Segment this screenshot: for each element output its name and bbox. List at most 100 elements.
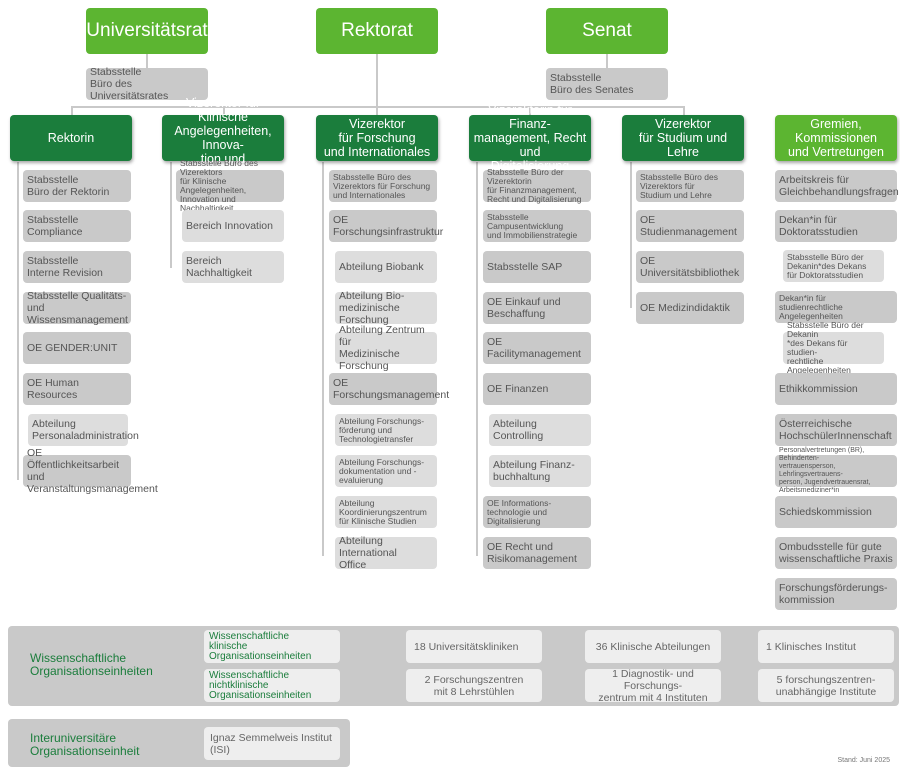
studium-unit-box[interactable]: OE Universitätsbibliothek bbox=[636, 251, 744, 283]
box-line: Gleichbehandlungsfragen bbox=[779, 186, 899, 198]
forschung-unit-box[interactable]: Abteilung Forschungs-dokumentation und -… bbox=[335, 455, 437, 487]
dept-vr-studium[interactable]: Vizerektor für Studium und Lehre bbox=[622, 115, 744, 161]
finanz-unit-box[interactable]: Stabsstelle SAP bbox=[483, 251, 591, 283]
senat-box[interactable]: Senat bbox=[546, 8, 668, 54]
box-line: OE GENDER:UNIT bbox=[27, 342, 118, 354]
klinisch-unit-box[interactable]: Bereich Nachhaltigkeit bbox=[182, 251, 284, 283]
universitaetsrat-box[interactable]: Universitätsrat bbox=[86, 8, 208, 54]
connector-line bbox=[223, 106, 225, 116]
rektorin-unit-box[interactable]: OE Human Resources bbox=[23, 373, 131, 405]
box-line: Abteilung bbox=[339, 497, 375, 508]
box-line: Wissenschaftliche bbox=[209, 630, 290, 642]
finanz-unit-box[interactable]: OE Facilitymanagement bbox=[483, 332, 591, 364]
box-line: kommission bbox=[779, 594, 835, 606]
box-line: Bereich Nachhaltigkeit bbox=[186, 255, 252, 279]
unabhaengige-institute-box[interactable]: 5 forschungszentren- unabhängige Institu… bbox=[758, 669, 894, 702]
finanz-unit-box[interactable]: OE Finanzen bbox=[483, 373, 591, 405]
klinisches-institut-box[interactable]: 1 Klinisches Institut bbox=[758, 630, 894, 663]
gremien-unit-box[interactable]: Ethikkommission bbox=[775, 373, 897, 405]
gremien-unit-box[interactable]: Stabsstelle Büro der Dekanin*des Dekans … bbox=[783, 321, 884, 375]
wiss-nichtklinisch-box[interactable]: Wissenschaftliche nichtklinische Organis… bbox=[204, 669, 340, 702]
box-line: OE Recht und bbox=[487, 541, 553, 553]
dept-gremien[interactable]: Gremien, Kommissionen und Vertretungen bbox=[775, 115, 897, 161]
forschungszentren-box[interactable]: 2 Forschungszentren mit 8 Lehrstühlen bbox=[406, 669, 542, 702]
stabsstelle-senat[interactable]: Stabsstelle Büro des Senates bbox=[546, 68, 668, 100]
box-line: OE Öffentlichkeitsarbeit und bbox=[27, 447, 120, 483]
finanz-unit-box[interactable]: Abteilung Finanz-buchhaltung bbox=[489, 455, 591, 487]
universitaetskliniken-box[interactable]: 18 Universitätskliniken bbox=[406, 630, 542, 663]
dept-rektorin[interactable]: Rektorin bbox=[10, 115, 132, 161]
box-line: Schiedskommission bbox=[779, 506, 872, 518]
klinisch-unit-box[interactable]: Bereich Innovation bbox=[182, 210, 284, 242]
box-line: für Klinische Studien bbox=[339, 515, 417, 526]
connector-line bbox=[71, 106, 685, 108]
rektorin-unit-box[interactable]: OE GENDER:UNIT bbox=[23, 332, 131, 364]
forschung-unit-box[interactable]: Abteilung Bio-medizinische Forschung bbox=[335, 290, 437, 326]
forschung-unit-box[interactable]: OE Forschungsmanagement bbox=[329, 373, 449, 405]
finanz-unit-box[interactable]: Abteilung Controlling bbox=[489, 414, 591, 446]
studium-unit-box[interactable]: OE Medizindidaktik bbox=[636, 292, 744, 324]
box-line: für Doktoratsstudien bbox=[787, 269, 864, 280]
dept-label: Vizerektor für Klinische bbox=[185, 96, 261, 124]
forschung-unit-box[interactable]: OE Forschungsinfrastruktur bbox=[329, 210, 443, 242]
box-line: Stabsstelle bbox=[27, 174, 79, 186]
isi-box[interactable]: Ignaz Semmelweis Institut (ISI) bbox=[204, 727, 340, 760]
box-line: Vizerektors für Forschung bbox=[333, 180, 431, 191]
box-line: Stabsstelle Qualitäts- und bbox=[27, 290, 127, 314]
dept-label: für Studium und Lehre bbox=[638, 131, 728, 159]
gremien-unit-box[interactable]: Personalvertretungen (BR), Behinderten-v… bbox=[775, 447, 897, 494]
dept-vr-forschung[interactable]: Vizerektor für Forschung und Internation… bbox=[316, 115, 438, 161]
forschung-unit-box[interactable]: Abteilung Biobank bbox=[335, 251, 437, 283]
box-line: Dekan*in für bbox=[779, 292, 826, 303]
box-line: Arbeitsmediziner*in bbox=[779, 487, 840, 494]
box-line: Büro des Senates bbox=[550, 84, 634, 96]
studium-unit-box[interactable]: OE Studienmanagement bbox=[636, 210, 744, 242]
wiss-klinisch-box[interactable]: Wissenschaftliche klinische Organisation… bbox=[204, 630, 340, 663]
rektorat-box[interactable]: Rektorat bbox=[316, 8, 438, 54]
box-line: Österreichische bbox=[779, 418, 852, 430]
dept-vr-klinisch[interactable]: Vizerektor für Klinische Angelegenheiten… bbox=[162, 96, 284, 180]
box-line: OE Medizindidaktik bbox=[640, 302, 730, 314]
rektorin-unit-box[interactable]: Stabsstelle Compliance bbox=[23, 210, 131, 242]
box-line: Stabsstelle Büro der Vizerektorin bbox=[487, 167, 564, 186]
gremien-unit-box[interactable]: Forschungsförderungs-kommission bbox=[775, 578, 897, 610]
gremien-unit-box[interactable]: Schiedskommission bbox=[775, 496, 897, 528]
box-line: wissenschaftliche Praxis bbox=[779, 553, 893, 565]
diagnostikzentrum-box[interactable]: 1 Diagnostik- und Forschungs- zentrum mi… bbox=[585, 668, 721, 704]
box-line: Abteilung Forschungs- bbox=[339, 456, 425, 467]
box-line: Wissenschaftliche bbox=[209, 669, 290, 681]
dept-label: Gremien, Kommissionen bbox=[795, 117, 877, 145]
box-line: 2 Forschungszentren bbox=[424, 673, 524, 686]
box-line: Studium und Lehre bbox=[640, 189, 712, 200]
box-line: studienrechtliche bbox=[779, 301, 843, 312]
dept-vr-finanz[interactable]: Vizerektorin für Finanz- management, Rec… bbox=[469, 103, 591, 173]
box-line: Stabsstelle bbox=[550, 72, 602, 84]
box-line: Risikomanagement bbox=[487, 553, 577, 565]
klinische-abteilungen-box[interactable]: 36 Klinische Abteilungen bbox=[585, 630, 721, 663]
connector-line bbox=[476, 162, 478, 556]
stabsstelle-universitaetsrat[interactable]: Stabsstelle Büro des Universitätsrates bbox=[86, 66, 208, 102]
